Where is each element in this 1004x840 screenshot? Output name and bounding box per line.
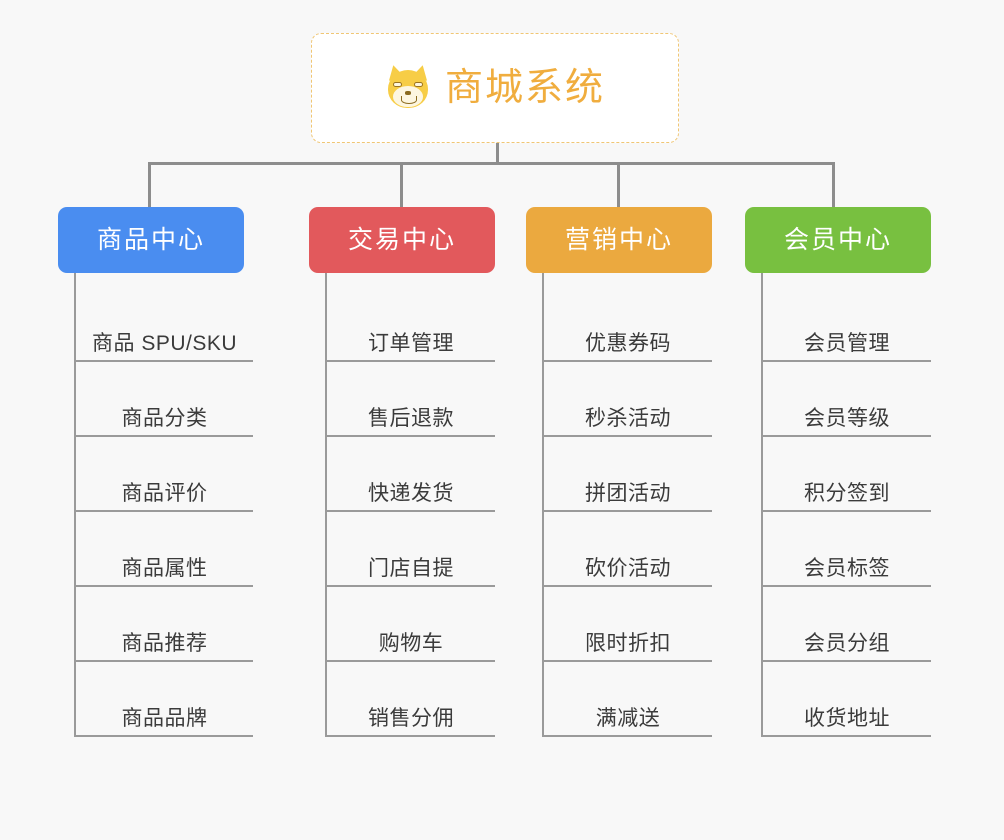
leaf-label: 商品 SPU/SKU (92, 331, 238, 355)
list-item[interactable]: 会员分组 (763, 587, 931, 662)
category-column-marketing: 营销中心 优惠券码 秒杀活动 拼团活动 砍价活动 限时折扣 满减送 (526, 207, 712, 737)
list-item[interactable]: 快递发货 (327, 437, 495, 512)
list-item[interactable]: 销售分佣 (327, 662, 495, 737)
leaf-label: 会员等级 (804, 406, 890, 430)
leaf-label: 会员管理 (804, 331, 890, 355)
category-header-marketing[interactable]: 营销中心 (526, 207, 712, 273)
leaf-list-marketing: 优惠券码 秒杀活动 拼团活动 砍价活动 限时折扣 满减送 (542, 273, 712, 737)
category-header-label: 交易中心 (347, 225, 456, 254)
list-item[interactable]: 满减送 (544, 662, 712, 737)
leaf-label: 砍价活动 (585, 556, 671, 580)
leaf-label: 收货地址 (804, 706, 890, 730)
leaf-label: 快递发货 (368, 481, 454, 505)
leaf-label: 商品评价 (121, 481, 208, 505)
list-item[interactable]: 商品推荐 (76, 587, 254, 662)
list-item[interactable]: 商品属性 (76, 512, 254, 587)
list-item[interactable]: 会员标签 (763, 512, 931, 587)
list-item[interactable]: 砍价活动 (544, 512, 712, 587)
leaf-label: 销售分佣 (368, 706, 454, 730)
list-item[interactable]: 门店自提 (327, 512, 495, 587)
category-header-member[interactable]: 会员中心 (745, 207, 931, 273)
leaf-list-trade: 订单管理 售后退款 快递发货 门店自提 购物车 销售分佣 (325, 273, 495, 737)
leaf-label: 会员标签 (804, 556, 890, 580)
list-item[interactable]: 购物车 (327, 587, 495, 662)
list-item[interactable]: 收货地址 (763, 662, 931, 737)
leaf-label: 拼团活动 (585, 481, 671, 505)
root-title: 商城系统 (444, 67, 605, 109)
leaf-label: 商品属性 (121, 556, 208, 580)
category-header-product[interactable]: 商品中心 (58, 207, 244, 273)
list-item[interactable]: 商品品牌 (76, 662, 254, 737)
connector-drop-4 (832, 162, 835, 208)
list-item[interactable]: 订单管理 (327, 287, 495, 362)
leaf-list-product: 商品 SPU/SKU 商品分类 商品评价 商品属性 商品推荐 商品品牌 (74, 273, 254, 737)
category-column-trade: 交易中心 订单管理 售后退款 快递发货 门店自提 购物车 销售分佣 (309, 207, 495, 737)
leaf-label: 积分签到 (804, 481, 890, 505)
shiba-dog-icon (385, 63, 431, 111)
leaf-label: 商品推荐 (121, 631, 208, 655)
leaf-label: 会员分组 (804, 631, 890, 655)
category-header-label: 营销中心 (564, 225, 673, 254)
category-header-trade[interactable]: 交易中心 (309, 207, 495, 273)
connector-drop-3 (617, 162, 620, 208)
leaf-label: 优惠券码 (585, 331, 671, 355)
leaf-label: 售后退款 (368, 406, 454, 430)
list-item[interactable]: 商品 SPU/SKU (76, 287, 254, 362)
leaf-list-member: 会员管理 会员等级 积分签到 会员标签 会员分组 收货地址 (761, 273, 931, 737)
leaf-label: 商品品牌 (121, 706, 208, 730)
list-item[interactable]: 售后退款 (327, 362, 495, 437)
list-item[interactable]: 商品分类 (76, 362, 254, 437)
leaf-label: 秒杀活动 (585, 406, 671, 430)
category-header-label: 商品中心 (96, 225, 205, 254)
leaf-label: 订单管理 (368, 331, 454, 355)
list-item[interactable]: 拼团活动 (544, 437, 712, 512)
category-column-member: 会员中心 会员管理 会员等级 积分签到 会员标签 会员分组 收货地址 (745, 207, 931, 737)
list-item[interactable]: 秒杀活动 (544, 362, 712, 437)
connector-root-stem (496, 143, 499, 164)
list-item[interactable]: 会员等级 (763, 362, 931, 437)
category-column-product: 商品中心 商品 SPU/SKU 商品分类 商品评价 商品属性 商品推荐 商品品牌 (58, 207, 254, 737)
leaf-label: 限时折扣 (585, 631, 671, 655)
leaf-label: 商品分类 (121, 406, 208, 430)
list-item[interactable]: 优惠券码 (544, 287, 712, 362)
connector-drop-2 (400, 162, 403, 208)
list-item[interactable]: 商品评价 (76, 437, 254, 512)
connector-drop-1 (148, 162, 151, 208)
leaf-label: 门店自提 (368, 556, 454, 580)
leaf-label: 购物车 (378, 631, 444, 655)
list-item[interactable]: 会员管理 (763, 287, 931, 362)
leaf-label: 满减送 (595, 706, 661, 730)
root-node[interactable]: 商城系统 (311, 33, 679, 143)
list-item[interactable]: 积分签到 (763, 437, 931, 512)
category-header-label: 会员中心 (783, 225, 892, 254)
list-item[interactable]: 限时折扣 (544, 587, 712, 662)
connector-horizontal-bus (148, 162, 835, 165)
